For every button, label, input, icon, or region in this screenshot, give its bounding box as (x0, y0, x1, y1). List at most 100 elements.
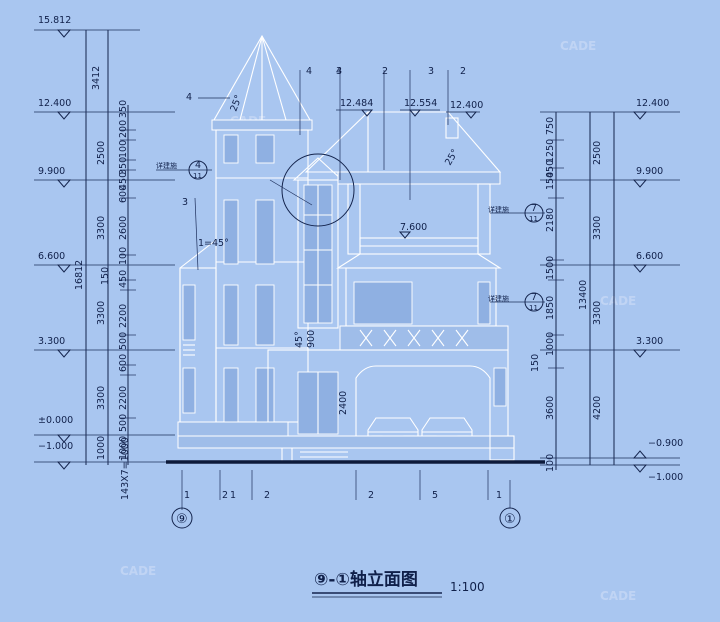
leader-number: 2 (222, 490, 228, 501)
window (255, 199, 275, 265)
dimension-text: 100 (545, 454, 556, 472)
detail-callout: 详建施 4 11 (156, 160, 212, 180)
callout-number: 7 (531, 292, 537, 303)
callout-sheet: 11 (193, 172, 202, 180)
watermark-logo: CADE (560, 39, 596, 53)
level-label: 12.484 (340, 98, 373, 109)
callout-label: 详建施 (488, 294, 509, 303)
dimension-text: 1250 (545, 139, 556, 163)
dimension-text: 2200 (118, 386, 129, 410)
dimension-text: 450 (118, 270, 129, 288)
dimension-text: 1000 (545, 332, 556, 356)
dimension-text: 3600 (545, 396, 556, 420)
dimension-text: 2500 (592, 141, 603, 165)
dimension-text: 1500 (545, 256, 556, 280)
dimension-text: 45° (294, 331, 305, 348)
level-label: ±0.000 (38, 415, 73, 426)
level-label: 6.600 (38, 251, 65, 262)
dimension-text: 150 (100, 267, 111, 285)
drawing-title-block: ⑨-①轴立面图 1:100 (312, 569, 485, 598)
window (255, 134, 275, 164)
column (477, 183, 491, 255)
window (353, 281, 413, 325)
pitch-label: 25° (228, 93, 244, 113)
level-label: 9.900 (38, 166, 65, 177)
level-label: 3.300 (38, 336, 65, 347)
dimension-text: 600 (118, 354, 129, 372)
dimension-text: 350 (118, 157, 129, 175)
detail-callout: 详建施 7 11 (488, 203, 545, 223)
leader-number: 3 (182, 197, 188, 208)
watermark-logo: CADE (600, 294, 636, 308)
dimension-text: 3300 (592, 301, 603, 325)
dimension-text: 900 (306, 330, 317, 348)
dimension-text: 3412 (91, 66, 102, 90)
leader-number: 1 (230, 490, 236, 501)
second-roof (336, 253, 502, 269)
drawing-scale: 1:100 (450, 580, 485, 594)
dimension-text: 750 (545, 117, 556, 135)
level-label: −1.000 (38, 441, 73, 452)
leader-number: 2 (382, 66, 388, 77)
callout-sheet: 11 (529, 304, 538, 312)
detail-circle (281, 153, 355, 227)
pitch-label: 25° (443, 147, 461, 167)
leader-number: 5 (432, 490, 438, 501)
detail-callout: 详建施 7 11 (488, 292, 545, 312)
level-label: −1.000 (648, 472, 683, 483)
main-roof (304, 111, 502, 173)
dimension-text: 100 (118, 247, 129, 265)
dimension-text: 450 (118, 172, 129, 190)
dimension-text: 143X7=1000 (120, 437, 131, 500)
dimension-text: 1=45° (198, 238, 229, 249)
window (223, 134, 239, 164)
dimension-text: 450 (545, 160, 556, 178)
level-label: 6.600 (636, 251, 663, 262)
leader-number: 3 (336, 66, 342, 77)
window (255, 367, 275, 423)
drawing-title: ⑨-①轴立面图 (314, 569, 418, 590)
window (477, 281, 491, 325)
level-label: 15.812 (38, 15, 71, 26)
window (182, 284, 196, 341)
plinth (177, 421, 289, 437)
callout-number: 4 (195, 160, 201, 171)
dimension-text: 1000 (118, 436, 129, 460)
dimension-text: 2200 (118, 304, 129, 328)
level-label: −0.900 (648, 438, 683, 449)
level-label: 12.400 (636, 98, 669, 109)
bottom-leader-numbers: 1 2 1 2 2 5 1 (184, 490, 502, 501)
leader-number: 3 (428, 66, 434, 77)
level-label: 12.400 (450, 100, 483, 111)
leader-number: 2 (368, 490, 374, 501)
dimension-text: 150 (545, 172, 556, 190)
watermark-logo: CADE (600, 589, 636, 603)
pier (489, 435, 515, 461)
garage-opening (355, 365, 491, 446)
level-label: 9.900 (636, 166, 663, 177)
dimension-text: 3300 (592, 216, 603, 240)
dimension-text: 1850 (545, 296, 556, 320)
leader-number: 2 (460, 66, 466, 77)
chimney (445, 117, 459, 139)
axis-marker-right: ① (499, 507, 521, 529)
window (182, 367, 196, 414)
dimension-text: 16812 (74, 260, 85, 290)
dimension-text: 2600 (118, 216, 129, 240)
gable (292, 157, 344, 181)
callout-number: 7 (531, 203, 537, 214)
dimension-text: 100 (118, 140, 129, 158)
steps (281, 448, 348, 462)
dimension-text: 600 (118, 185, 129, 203)
dimension-text: 3300 (96, 301, 107, 325)
dimension-text: 4200 (592, 396, 603, 420)
dimension-text: 2500 (96, 141, 107, 165)
top-leader-numbers: 4 3 4 2 3 2 4 3 (182, 66, 466, 208)
level-label: 12.400 (38, 98, 71, 109)
axis-label: ① (504, 512, 516, 527)
stair-tower (297, 179, 339, 329)
building-dimensions: 1=45° 2400 900 45° (198, 238, 349, 415)
dimension-text: 150 (530, 354, 541, 372)
